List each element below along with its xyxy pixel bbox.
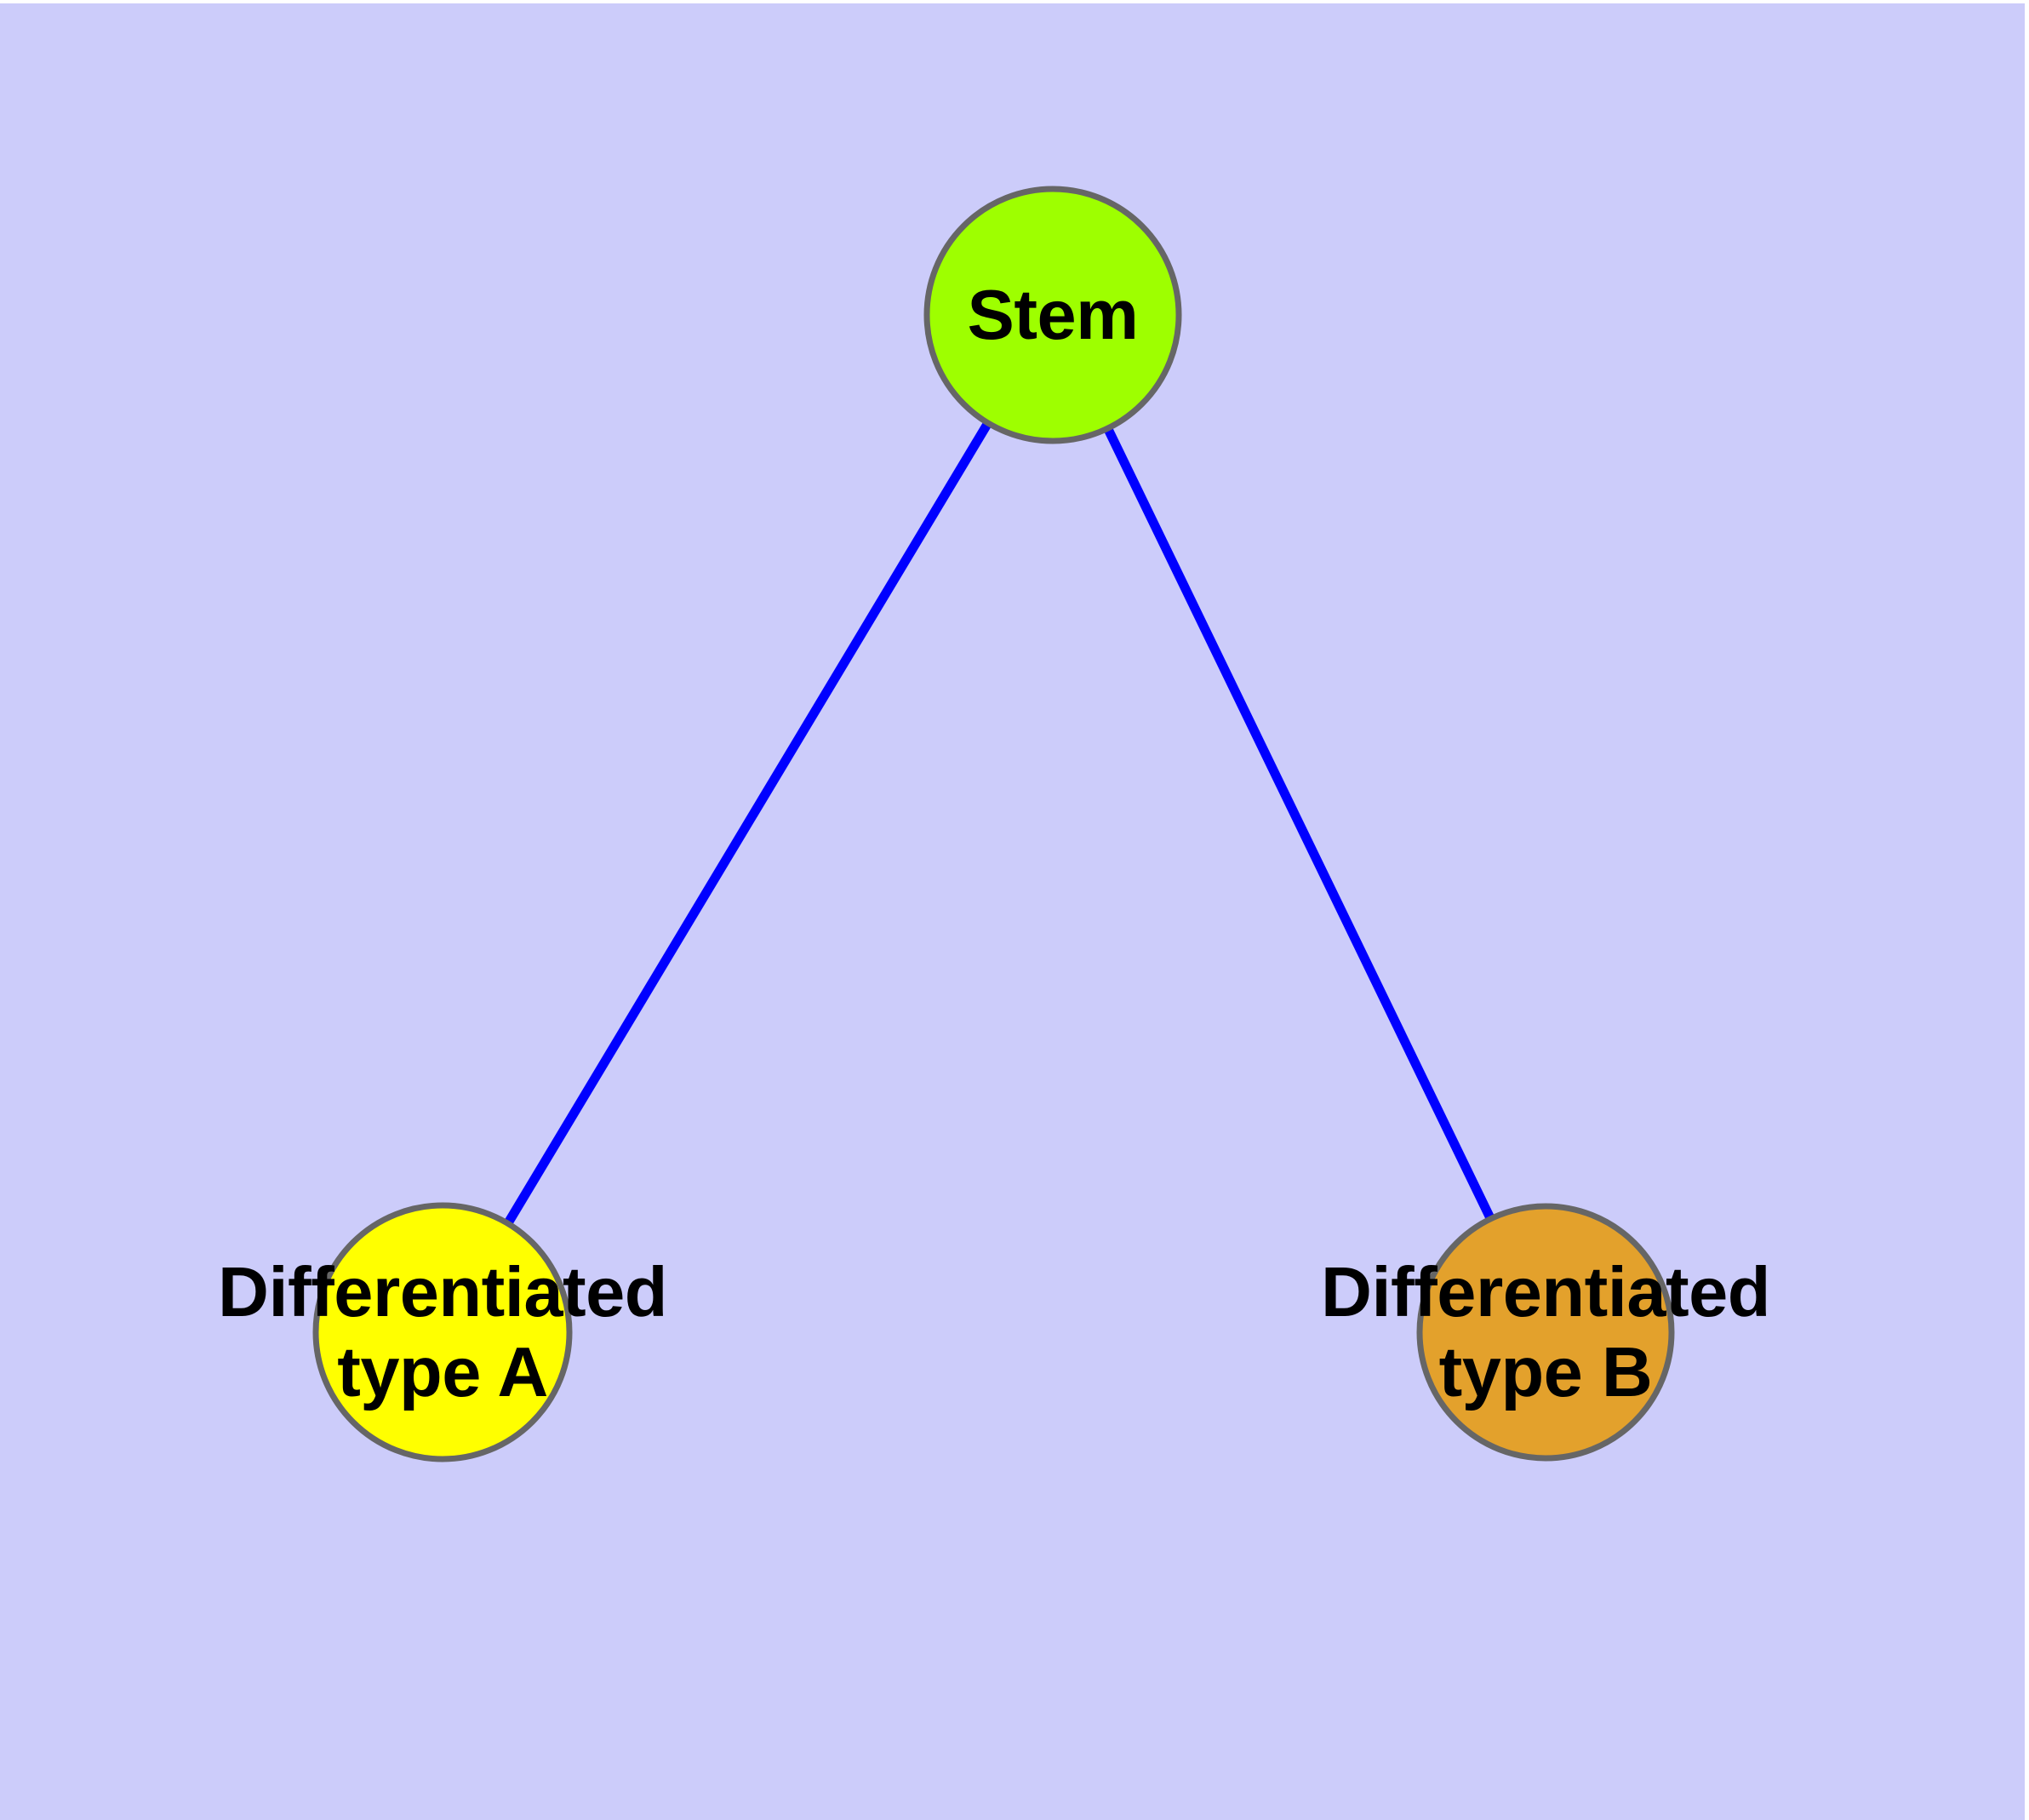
edge-layer	[438, 312, 1550, 1335]
edge-stem-to-diff-b	[1049, 312, 1550, 1335]
node-differentiated-type-b[interactable]	[1416, 1203, 1675, 1462]
node-differentiated-type-a[interactable]	[312, 1202, 573, 1462]
edge-stem-to-diff-a	[438, 312, 1057, 1335]
node-stem[interactable]	[923, 186, 1182, 444]
node-layer	[312, 186, 1675, 1462]
